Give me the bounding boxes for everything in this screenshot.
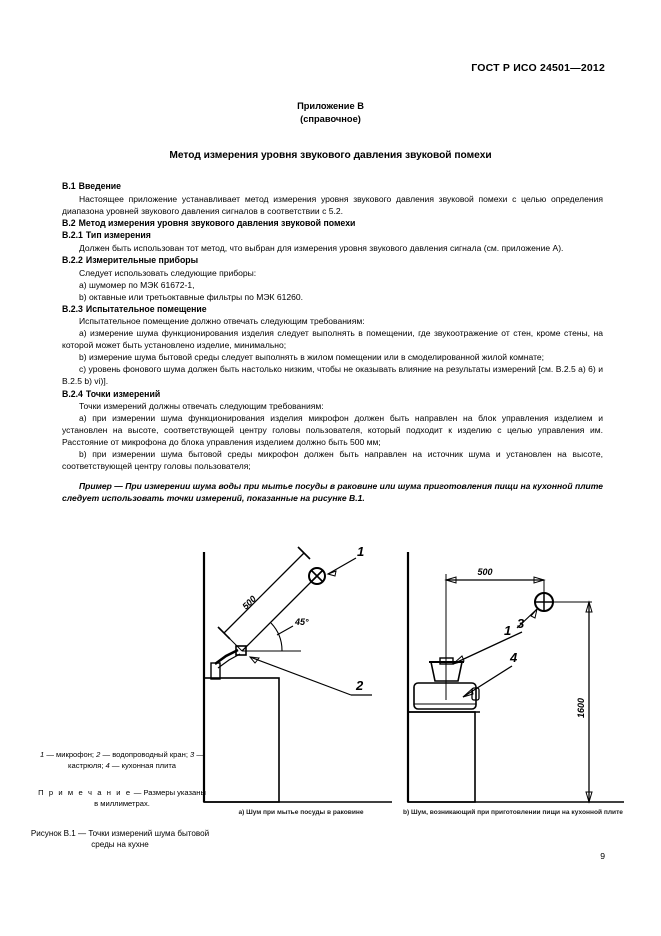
callout-2-leader: [249, 656, 352, 696]
intro-b23: Испытательное помещение должно отвечать …: [79, 316, 365, 327]
legend-text-2: — водопроводный кран;: [100, 750, 191, 759]
legend-text-4: — кухонная плита: [109, 760, 176, 770]
counter-body: [203, 677, 280, 803]
microphone-axis: [241, 569, 324, 652]
angle-arc: [270, 622, 283, 652]
heading-b23-text: Испытательное помещение: [85, 303, 207, 314]
callout-1-leader: [327, 557, 357, 575]
paragraph-b1: Настоящее приложение устанавливает метод…: [62, 193, 603, 216]
heading-b22-text: Измерительные приборы: [85, 254, 199, 265]
microphone-symbol: [308, 567, 326, 585]
paragraph-b21: Должен быть использован тот метод, что в…: [79, 242, 564, 253]
list-item: b) измерение шума бытовой среды следует …: [79, 352, 545, 363]
list-item: b) при измерении шума бытовой среды микр…: [62, 449, 603, 472]
list-item: b) октавные или третьоктавные фильтры по…: [79, 291, 304, 302]
faucet-spout-edge: [217, 653, 241, 669]
cooktop-measurement-drawing: 500 1 3 4: [406, 552, 624, 804]
document-header: ГОСТ Р ИСО 24501—2012: [471, 62, 605, 74]
legend-key-1: 1: [39, 750, 45, 759]
callout-label-3: 3: [517, 616, 525, 631]
callout-1-arrow: [530, 608, 538, 619]
legend-key-3: 3: [190, 750, 195, 759]
faucet-base: [210, 662, 221, 680]
annex-title: Метод измерения уровня звукового давлени…: [169, 150, 492, 161]
dimension-tick-start: [217, 626, 231, 640]
stove-body: [413, 682, 477, 710]
subfigure-b-diagram: 500 1 3 4: [400, 540, 630, 810]
heading-b21-number: В.2.1: [62, 230, 83, 241]
sink-measurement-drawing: 45° 500 1: [202, 544, 392, 803]
legend-key-4: 4: [105, 760, 110, 770]
figure-b1: 1 — микрофон; 2 — водопроводный кран; 3 …: [0, 540, 661, 870]
heading-b24-number: В.2.4: [62, 388, 83, 399]
page-number: 9: [600, 851, 605, 861]
annex-heading: Приложение В (справочное): [0, 100, 661, 126]
callout-2-arrow: [248, 656, 260, 664]
callout-3-arrow: [452, 655, 465, 665]
heading-b2-number: В.2: [62, 217, 76, 228]
callout-label-2: 2: [355, 678, 364, 693]
legend-text-3: — кастрюля;: [68, 750, 204, 770]
intro-b24: Точки измерений должны отвечать следующи…: [79, 401, 324, 412]
callout-4-leader: [462, 665, 513, 698]
heading-b24-text: Точки измерений: [85, 388, 161, 399]
dimension-label-1600: 1600: [576, 698, 586, 718]
heading-b2-text: Метод измерения уровня звукового давлени…: [78, 217, 356, 228]
intro-b22: Следует использовать следующие приборы:: [79, 267, 257, 278]
heading-b1-text: Введение: [78, 181, 122, 191]
callout-label-1: 1: [357, 544, 364, 559]
figure-note: П р и м е ч а н и е — Размеры указаны в …: [36, 788, 208, 809]
faucet-spout: [214, 648, 239, 666]
cabinet-body: [407, 711, 476, 803]
figure-note-label: П р и м е ч а н и е: [38, 788, 132, 797]
dimension-arrow-top: [585, 600, 593, 613]
annex-label: Приложение В: [297, 101, 364, 111]
legend-text-1: — микрофон;: [44, 750, 97, 759]
figure-caption: Рисунок В.1 — Точки измерений шума бытов…: [30, 829, 210, 850]
heading-b21-text: Тип измерения: [85, 230, 151, 241]
callout-4-arrow: [462, 688, 474, 698]
figure-legend: 1 — микрофон; 2 — водопроводный кран; 3 …: [36, 750, 208, 771]
callout-label-4: 4: [509, 650, 518, 665]
microphone-cross-2: [310, 569, 324, 583]
list-item: c) уровень фонового шума должен быть нас…: [62, 364, 603, 387]
example-paragraph: Пример — При измерении шума воды при мыт…: [62, 481, 603, 504]
dimension-tick-end: [297, 546, 311, 560]
dimension-arrow-left: [444, 576, 457, 584]
list-item: a) шумомер по МЭК 61672-1,: [79, 279, 195, 290]
dimension-ext-start: [229, 638, 243, 652]
list-item: a) при измерении шума функционирования и…: [62, 413, 603, 448]
angle-label: 45°: [294, 617, 309, 627]
list-item: a) измерение шума функционирования издел…: [62, 328, 603, 351]
dimension-line-500: [223, 552, 305, 634]
callout-3-leader: [452, 631, 523, 665]
legend-key-2: 2: [96, 750, 101, 759]
angle-leader: [276, 625, 294, 636]
annex-kind: (справочное): [300, 114, 361, 124]
dimension-arrow-right: [533, 576, 546, 584]
subfigure-a-diagram: 45° 500 1: [196, 540, 396, 810]
dimension-label-500: 500: [240, 594, 258, 612]
heading-b1-number: В.1: [62, 181, 76, 191]
heading-b22-number: В.2.2: [62, 254, 83, 265]
dimension-label-500: 500: [477, 567, 492, 577]
callout-1-arrow: [326, 570, 337, 577]
dimension-arrow-bottom: [585, 791, 593, 804]
callout-label-1: 1: [504, 623, 511, 638]
subfigure-b-caption: b) Шум, возникающий при приготовлении пи…: [403, 809, 623, 816]
subfigure-a-caption: a) Шум при мытье посуды в раковине: [238, 809, 364, 816]
heading-b23-number: В.2.3: [62, 303, 83, 314]
figure-note-text: — Размеры указаны в миллиметрах.: [94, 788, 206, 808]
